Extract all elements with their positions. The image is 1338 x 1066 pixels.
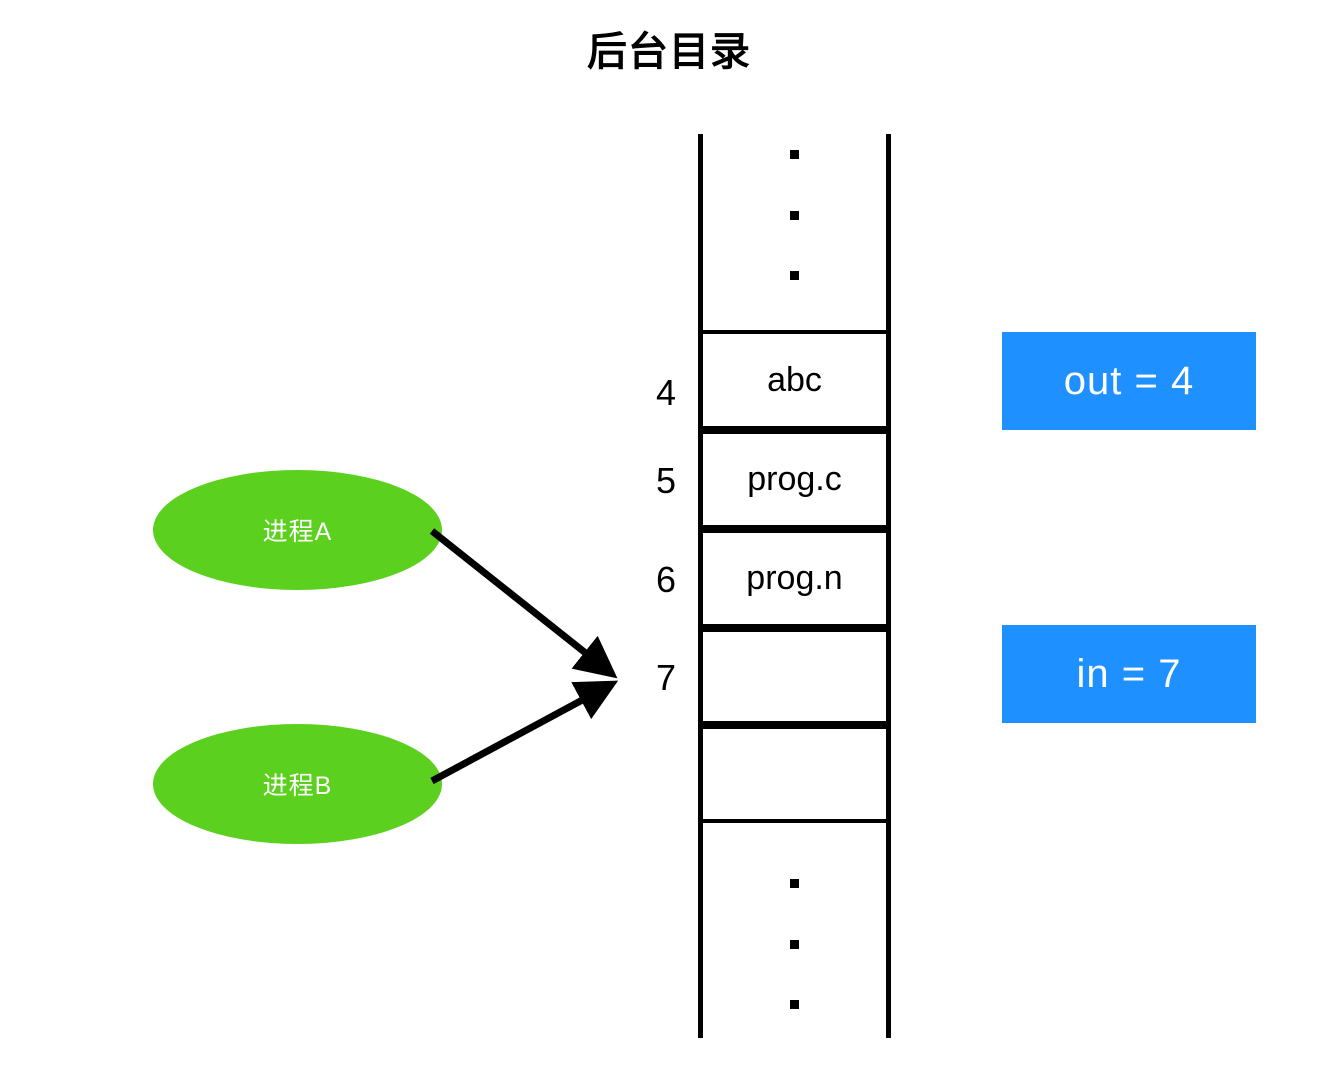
vertical-ellipsis-top: [698, 150, 891, 280]
row-index-6: 6: [655, 559, 676, 600]
table-row[interactable]: [698, 628, 891, 725]
out-pointer-box[interactable]: out = 4: [1002, 332, 1256, 430]
table-cell-value: abc: [767, 360, 822, 399]
in-pointer-label: in = 7: [1076, 651, 1182, 696]
process-node-label: 进程A: [262, 518, 333, 546]
page-title: 后台目录: [587, 30, 751, 74]
out-pointer-label: out = 4: [1063, 358, 1195, 403]
process-node-b[interactable]: 进程B: [153, 724, 442, 844]
ellipsis-dot: [790, 150, 799, 159]
table-cell-value: prog.c: [747, 460, 842, 498]
ellipsis-dot: [790, 271, 799, 280]
ellipsis-dot: [790, 879, 799, 888]
process-node-label: 进程B: [262, 772, 333, 800]
row-index-4: 4: [655, 372, 676, 413]
vertical-ellipsis-bottom: [698, 879, 891, 1009]
table-row[interactable]: abc: [698, 330, 891, 430]
arrow-process-a-to-slot-7: [429, 528, 618, 679]
table-row[interactable]: [698, 725, 891, 823]
row-index-5: 5: [655, 460, 676, 501]
table-left-rail: [698, 134, 703, 1038]
ellipsis-dot: [790, 1000, 799, 1009]
spool-directory-table: abc prog.c prog.n: [698, 134, 891, 1038]
table-row[interactable]: prog.n: [698, 529, 891, 628]
arrow-process-b-to-slot-7: [430, 680, 619, 785]
row-index-7: 7: [655, 657, 676, 698]
table-right-rail: [886, 134, 891, 1038]
process-node-a[interactable]: 进程A: [153, 470, 442, 590]
in-pointer-box[interactable]: in = 7: [1002, 625, 1256, 723]
table-cell-value: prog.n: [746, 559, 843, 597]
ellipsis-dot: [790, 939, 799, 949]
ellipsis-dot: [790, 210, 799, 220]
table-row[interactable]: prog.c: [698, 430, 891, 529]
